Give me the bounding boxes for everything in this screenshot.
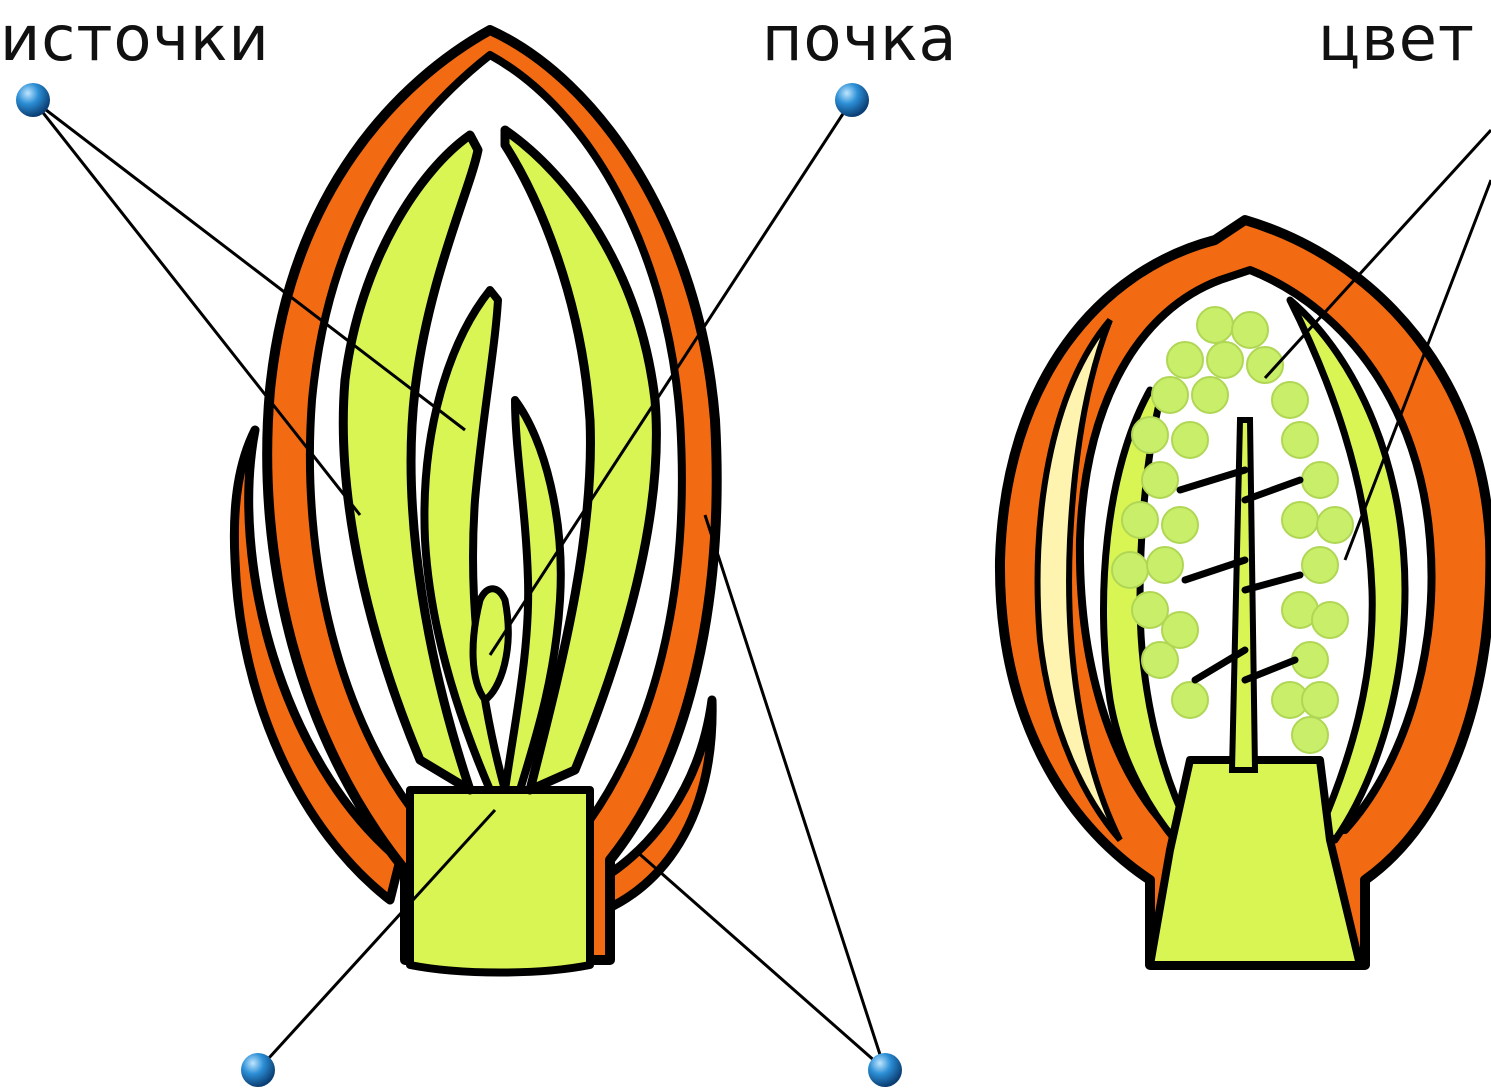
flower-bud [1000,220,1490,965]
pointer-dot-stem [241,1053,275,1087]
leaf-bud-base [410,790,590,973]
pointer-dot-leaves [16,83,50,117]
pointer-dot-bud [835,83,869,117]
pointer-dot-scales [868,1053,902,1087]
